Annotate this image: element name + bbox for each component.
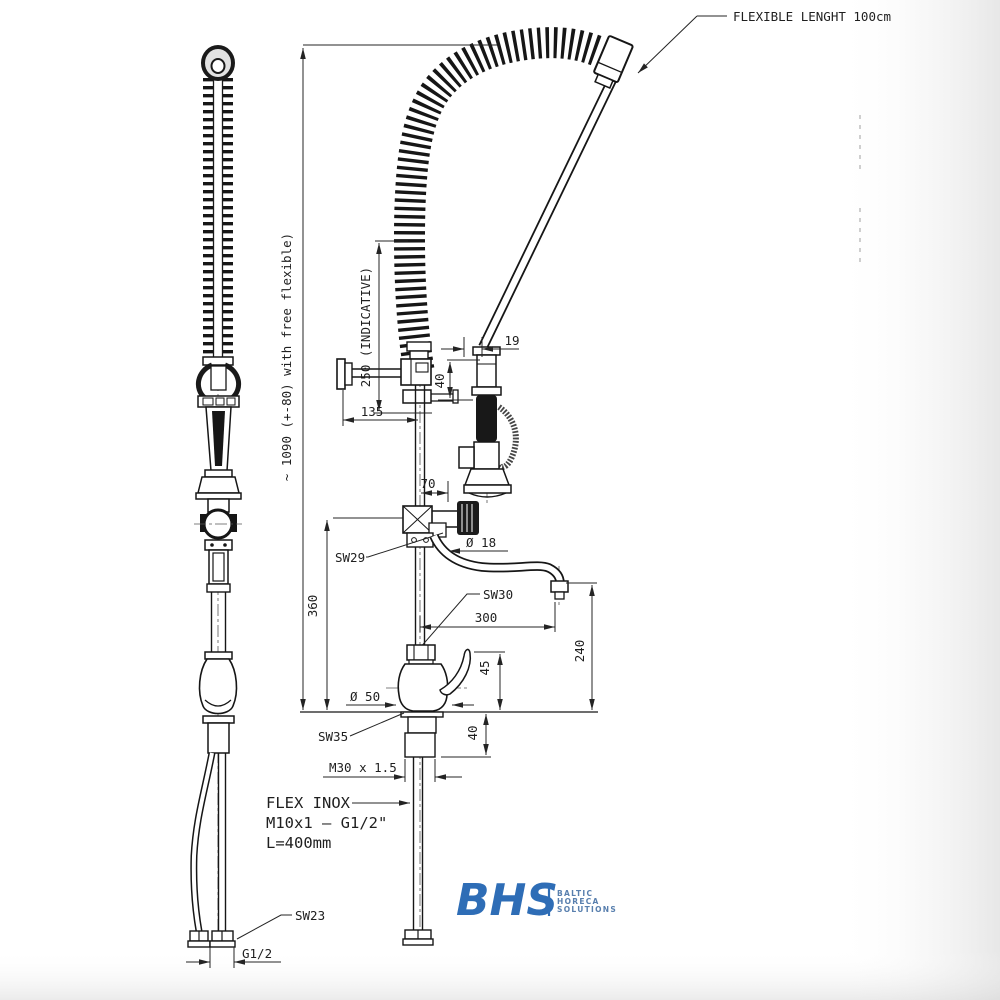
dimension-shank-thread: M30 x 1.5 — [323, 759, 462, 782]
mixer-body-front — [198, 651, 238, 754]
gun-grip — [476, 395, 497, 442]
logo-word-1: BALTIC — [557, 889, 593, 898]
dimension-body-diameter: Ø 50 — [346, 689, 474, 708]
dimension-spout-reach: 300 — [419, 602, 556, 632]
label-sw35: SW35 — [318, 729, 348, 744]
label-sw30: SW30 — [483, 587, 513, 602]
dimension-spout-diameter: Ø 18 — [449, 535, 508, 554]
label-360: 360 — [305, 595, 320, 618]
dimension-hose-width: 19 — [441, 333, 520, 357]
label-flexible-length: FLEXIBLE LENGHT 100cm — [733, 9, 891, 24]
front-view: SW23 G1/2 — [186, 45, 325, 968]
dimension-outlet-offset: 70 — [420, 476, 449, 502]
dimension-head-to-bracket: 40 — [432, 359, 480, 401]
bhs-logo: BHS BALTIC HORECA SOLUTIONS — [456, 875, 617, 926]
label-m30: M30 x 1.5 — [329, 760, 397, 775]
gun-trigger — [496, 404, 519, 471]
dimension-lever-clearance: 45 — [474, 651, 505, 710]
label-flex-inox-2: M10x1 – G1/2" — [266, 814, 387, 832]
spray-head-front — [195, 356, 242, 500]
label-19: 19 — [504, 333, 519, 348]
dimension-shank-length: 40 — [441, 714, 491, 758]
hose-end-fitting — [593, 35, 634, 89]
spout-outlet — [550, 580, 569, 593]
logo-word-3: SOLUTIONS — [557, 905, 617, 914]
logo-word-2: HORECA — [557, 897, 600, 906]
callout-sw35: SW35 — [318, 712, 405, 744]
dimension-overall-height: ~ 1090 (+-80) with free flexible) — [279, 44, 497, 710]
label-overall-height: ~ 1090 (+-80) with free flexible) — [279, 233, 294, 481]
callout-sw30: SW30 — [418, 587, 513, 650]
free-flexible-hose — [478, 35, 634, 350]
supply-pipes-front — [187, 752, 236, 948]
lever-handle — [439, 648, 472, 696]
swivel-spout — [429, 533, 569, 600]
dimension-bracket-reach: 135 — [342, 390, 418, 426]
label-135: 135 — [361, 404, 384, 419]
valve-body-front — [194, 498, 242, 652]
label-240: 240 — [572, 640, 587, 663]
sw30-nut — [406, 644, 436, 661]
dimension-inlet-thread: G1/2 — [186, 946, 281, 968]
dimension-tee-height: 360 — [305, 517, 403, 710]
logo-abbr: BHS — [456, 875, 558, 926]
mixer-body — [397, 644, 472, 712]
ribbed-coupling-knob — [457, 501, 479, 535]
coil-spring-hose — [393, 27, 606, 373]
label-dia-18: Ø 18 — [466, 535, 496, 550]
label-flex-inox-3: L=400mm — [266, 834, 331, 852]
label-300: 300 — [475, 610, 498, 625]
label-40-bottom: 40 — [465, 725, 480, 740]
label-40-top: 40 — [432, 373, 447, 388]
spray-gun — [458, 346, 519, 498]
label-flex-inox-1: FLEX INOX — [266, 794, 351, 812]
label-45: 45 — [477, 660, 492, 675]
coil-spring-front — [201, 45, 235, 357]
callout-sw29: SW29 — [335, 532, 444, 565]
label-g12: G1/2 — [242, 946, 272, 961]
mounting-shank — [400, 711, 444, 946]
label-sw29: SW29 — [335, 550, 365, 565]
callout-sw23: SW23 — [236, 908, 325, 940]
note-flex-inox: FLEX INOX M10x1 – G1/2" L=400mm — [266, 794, 410, 852]
dimension-outlet-height: 240 — [566, 582, 597, 710]
side-view: FLEXIBLE LENGHT 100cm — [266, 9, 891, 946]
label-dia-50: Ø 50 — [350, 689, 380, 704]
spring-elbow-block — [400, 341, 459, 404]
label-70: 70 — [420, 476, 435, 491]
callout-flexible-length: FLEXIBLE LENGHT 100cm — [637, 9, 891, 74]
label-spring-length: 250 (INDICATIVE) — [358, 267, 373, 387]
label-sw23: SW23 — [295, 908, 325, 923]
dimension-spring-length: 250 (INDICATIVE) — [358, 240, 432, 414]
